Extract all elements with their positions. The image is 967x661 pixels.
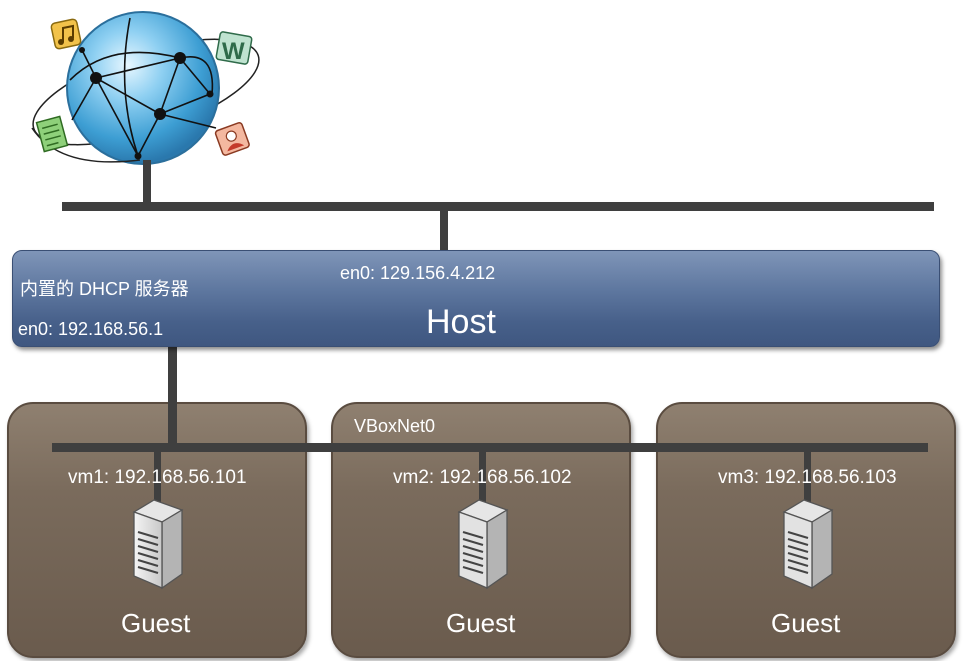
host-box: 内置的 DHCP 服务器 en0: 129.156.4.212 en0: 192… [12, 250, 940, 347]
host-title: Host [426, 303, 496, 341]
vm2-drop-wire [479, 447, 486, 507]
network-name: VBoxNet0 [354, 416, 436, 436]
text-document-icon [35, 115, 69, 153]
internal-network-line [52, 443, 928, 452]
vm2-label: vm2: 192.168.56.102 [393, 467, 572, 488]
globe-icon [31, 11, 260, 165]
contact-card-icon [214, 122, 250, 156]
host-internal-wire [168, 342, 177, 448]
word-document-icon: W [215, 31, 253, 65]
host-external-ip: en0: 129.156.4.212 [340, 263, 496, 283]
dhcp-server-label: 内置的 DHCP 服务器 [20, 279, 189, 299]
guest-3-label: Guest [771, 608, 841, 638]
guest-2-label: Guest [446, 608, 516, 638]
music-note-icon [50, 18, 82, 50]
guest-1-label: Guest [121, 608, 191, 638]
globe-uplink-wire [143, 160, 151, 206]
server-icon [457, 499, 509, 590]
vm3-label: vm3: 192.168.56.103 [718, 467, 897, 488]
host-uplink-wire [440, 206, 448, 252]
svg-text:W: W [222, 38, 245, 65]
vm1-drop-wire [154, 447, 161, 507]
external-network-line [62, 202, 934, 211]
server-icon [782, 499, 834, 590]
host-internal-ip: en0: 192.168.56.1 [18, 319, 164, 339]
server-icon [132, 499, 184, 590]
vm1-label: vm1: 192.168.56.101 [68, 467, 247, 488]
vm3-drop-wire [804, 447, 811, 507]
